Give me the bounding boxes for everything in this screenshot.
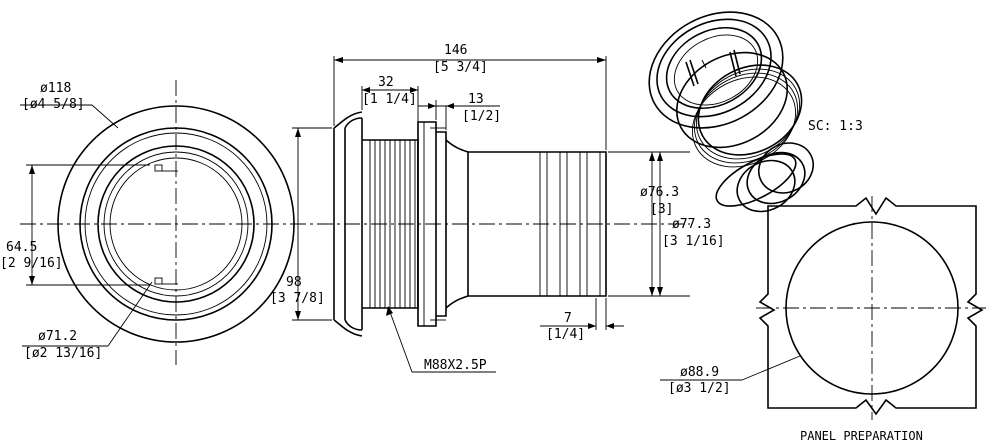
side-view: 146 [5 3/4] 32 [1 1/4] 13 [1/2] 7 [1/4] [270,43,725,373]
lock-nut [417,121,437,327]
side-hose-dia1-in: [3] [650,202,673,217]
side-overall-length-mm: 146 [444,43,467,58]
side-nut-length-mm: 13 [468,92,484,107]
side-hose-dia1-mm: ø76.3 [640,185,679,200]
panel-caption: PANEL PREPARATION [800,429,923,443]
thread-lines [369,140,416,308]
front-height-mm: 64.5 [6,240,37,255]
side-tail-length-mm: 7 [564,311,572,326]
iso-scale: SC: 1:3 [808,119,863,134]
panel-outline [758,196,984,416]
front-height-in: [2 9/16] [0,256,63,271]
front-inner-dia-mm: ø71.2 [38,329,77,344]
side-tail-length-in: [1/4] [546,327,585,342]
front-view: 64.5 [2 9/16] ø118 [ø4 5/8] ø71.2 [ø2 13… [0,80,328,365]
front-inner-dia-in: [ø2 13/16] [24,346,102,361]
side-hose-dia2-mm: ø77.3 [672,217,711,232]
side-flange-dia-mm: 98 [286,275,302,290]
side-nut-length-in: [1/2] [462,109,501,124]
front-outer-dia-mm: ø118 [40,81,71,96]
panel-preparation: ø88.9 [ø3 1/2] PANEL PREPARATION [660,196,986,443]
side-hose-dia2-in: [3 1/16] [662,234,725,249]
thread-spec: M88X2.5P [424,358,487,373]
iso-flange [648,11,784,129]
front-outer-dia-in: [ø4 5/8] [22,97,85,112]
side-flange-length-mm: 32 [378,75,394,90]
isometric-view: SC: 1:3 [648,11,863,213]
side-flange-length-in: [1 1/4] [362,92,417,107]
side-flange-dia-in: [3 7/8] [270,291,325,306]
panel-cutout-dia-in: [ø3 1/2] [668,381,731,396]
side-overall-length-in: [5 3/4] [433,60,488,75]
panel-cutout-dia-mm: ø88.9 [680,365,719,380]
